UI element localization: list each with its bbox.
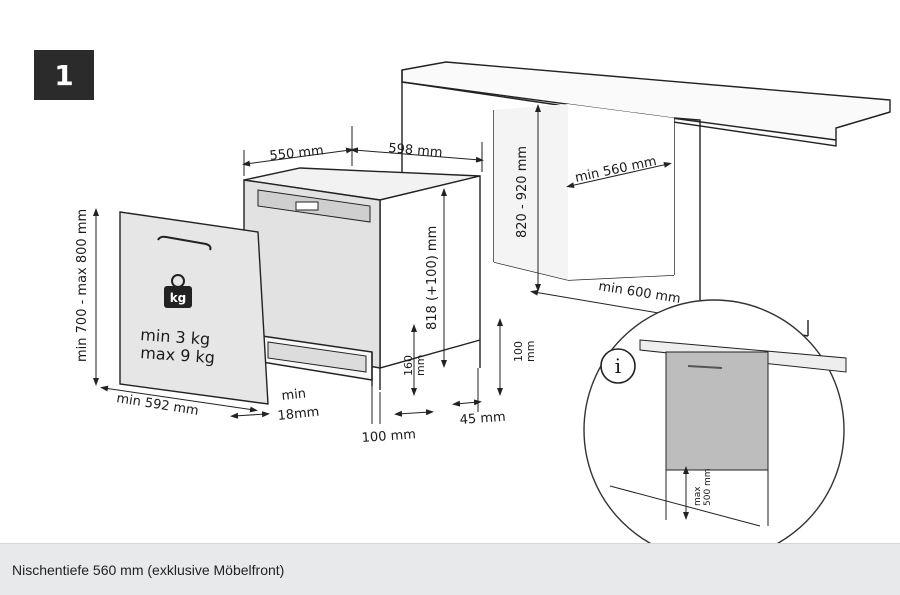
foot-100-label: 100 mm [361, 427, 416, 446]
caption-bar: Nischentiefe 560 mm (exklusive Möbelfron… [0, 543, 900, 595]
door-dimensions [93, 208, 270, 419]
niche-width-label: min 600 mm [597, 279, 681, 307]
width-598-label: 598 mm [388, 141, 443, 161]
door-width-label: min 592 mm [115, 391, 199, 419]
step-badge: 1 [34, 50, 94, 100]
plinth-160-label: 160mm [402, 355, 427, 376]
step-number: 1 [54, 59, 73, 92]
body-dimensions [242, 126, 503, 424]
info-icon-glyph: i [615, 354, 621, 378]
gap-18-label: 18mm [277, 405, 320, 424]
installation-diagram: 1 820 - 920 mm min 560 mm min 600 mm [34, 50, 891, 561]
weight-icon: kg [164, 274, 192, 308]
foot-45-label: 45 mm [459, 410, 506, 428]
gap-min-label: min [281, 386, 307, 403]
info-icon: i [600, 348, 636, 384]
weight-unit: kg [170, 291, 187, 305]
body-height-label: 818 (+100) mm [425, 226, 440, 330]
weight-min-label: min 3 kg [140, 325, 211, 349]
depth-550-label: 550 mm [269, 143, 325, 164]
dishwasher-body [243, 167, 481, 390]
caption-text: Nischentiefe 560 mm (exklusive Möbelfron… [12, 561, 285, 578]
plinth-100-label: 100mm [512, 341, 537, 362]
detail-circle: max500 mm [583, 299, 847, 561]
niche-height-label: 820 - 920 mm [515, 146, 530, 238]
door-height-label: min 700 - max 800 mm [75, 209, 90, 362]
furniture-door [119, 211, 269, 405]
plinth-max-label: max500 mm [693, 468, 713, 506]
